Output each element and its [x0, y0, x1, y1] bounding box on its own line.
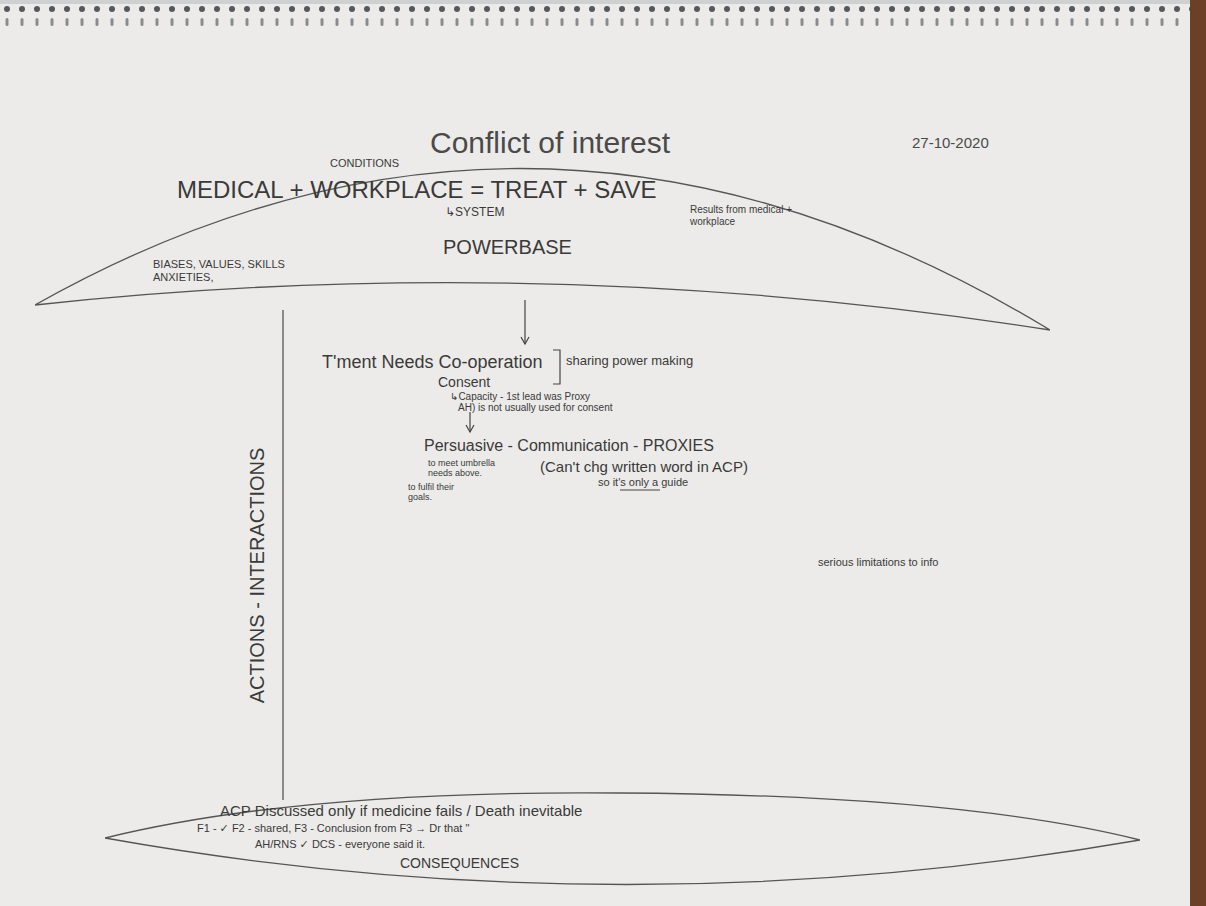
band-text: ACP Discussed only if medicine fails / D…: [220, 802, 582, 819]
wood-table: [1190, 0, 1206, 906]
band-text: AH/RNS ✓ DCS - everyone said it.: [255, 838, 425, 851]
note-label: Persuasive - Communication - PROXIES: [424, 437, 714, 455]
note-label: to meet umbrella needs above.: [428, 458, 508, 479]
band-text: F1 - ✓ F2 - shared, F3 - Conclusion from…: [197, 822, 469, 835]
band-text: MEDICAL + WORKPLACE = TREAT + SAVE: [177, 176, 656, 204]
note-label: serious limitations to info: [818, 556, 938, 569]
band-text: ↳SYSTEM: [445, 206, 504, 220]
note-label: 27-10-2020: [912, 134, 989, 151]
note-label: to fulfil their goals.: [408, 482, 478, 503]
band-line: [35, 168, 1050, 330]
note-label: so it's only a guide: [598, 476, 688, 489]
vertical-line: [282, 310, 283, 800]
bracket: [553, 350, 560, 384]
band-line: [105, 793, 1140, 885]
note-label: AH) is not usually used for consent: [458, 402, 613, 414]
spiral-binding: [0, 0, 1190, 30]
band-text: BIASES, VALUES, SKILLS ANXIETIES,: [153, 258, 303, 283]
note-label: Consent: [438, 374, 490, 390]
note-label: ↳Capacity - 1st lead was Proxy: [450, 391, 590, 403]
underline: [620, 490, 660, 491]
band-shape: CONDITIONS MEDICAL + WORKPLACE = TREAT + …: [35, 150, 1050, 332]
band-text: CONSEQUENCES: [400, 855, 519, 871]
down-arrow: [524, 300, 525, 344]
band-shape: ACP Discussed only if medicine fails / D…: [105, 788, 1140, 888]
band-text: Results from medical + workplace: [690, 204, 805, 227]
page-title: Conflict of interest: [430, 126, 670, 161]
note-label: T'ment Needs Co-operation: [322, 352, 543, 373]
band-text: CONDITIONS: [330, 157, 399, 170]
note-label: (Can't chg written word in ACP): [540, 458, 748, 475]
note-label: sharing power making: [566, 354, 693, 369]
band-text: POWERBASE: [443, 236, 572, 259]
vertical-label: ACTIONS - INTERACTIONS: [246, 447, 269, 703]
down-arrow: [469, 412, 470, 432]
